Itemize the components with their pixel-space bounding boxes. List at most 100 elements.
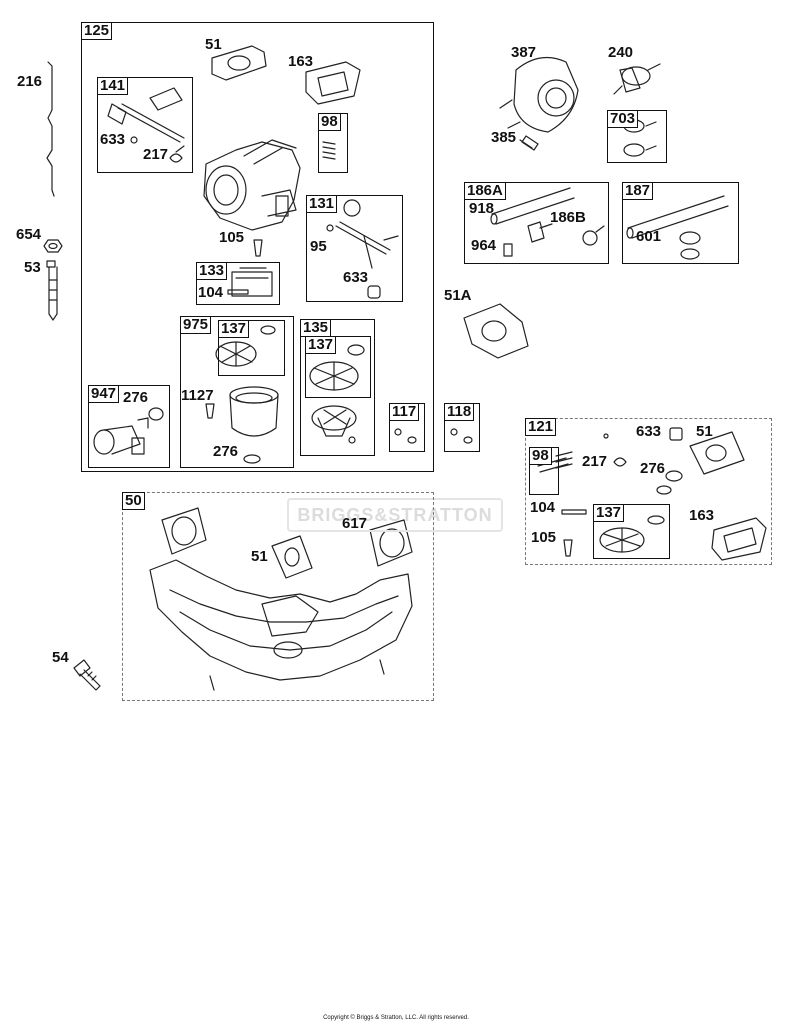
group-137a-box: 137 xyxy=(218,320,285,376)
group-975-box: 975 xyxy=(180,316,294,468)
part-964-label: 964 xyxy=(471,237,497,254)
part-216-label: 216 xyxy=(17,73,43,90)
part-54-label: 54 xyxy=(52,649,69,666)
part-217-label: 217 xyxy=(143,146,169,163)
part-105b-label: 105 xyxy=(531,529,557,546)
part-163b-label: 163 xyxy=(689,507,715,524)
part-617-label: 617 xyxy=(342,515,368,532)
group-137b-tag: 137 xyxy=(305,336,337,354)
part-276-label: 276 xyxy=(123,389,149,406)
group-118-tag: 118 xyxy=(444,403,475,421)
group-137a-tag: 137 xyxy=(218,320,250,338)
gasket-51a-icon xyxy=(463,303,529,359)
fitting-186b-icon xyxy=(527,221,605,246)
group-141-tag: 141 xyxy=(97,77,129,95)
part-918-label: 918 xyxy=(469,200,495,217)
part-633c-label: 633 xyxy=(636,423,662,440)
group-187-tag: 187 xyxy=(622,182,654,200)
group-121-box: 121 xyxy=(525,418,772,565)
part-53-label: 53 xyxy=(24,259,41,276)
jet-118-icon xyxy=(450,428,473,444)
fuel-solenoid-947-icon xyxy=(93,407,164,455)
brand-watermark: BRIGGS&STRATTON xyxy=(287,498,503,532)
part-163-label: 163 xyxy=(288,53,314,70)
nut-654-icon xyxy=(43,239,63,253)
clamp-601-icon xyxy=(679,231,701,260)
part-104-label: 104 xyxy=(198,284,224,301)
group-137c-tag: 137 xyxy=(593,504,625,522)
float-bowl-975-icon xyxy=(205,386,279,464)
gasket-163-icon xyxy=(305,61,361,105)
group-186a-tag: 186A xyxy=(464,182,506,200)
part-51c-label: 51 xyxy=(696,423,713,440)
part-1127-label: 1127 xyxy=(181,387,214,404)
group-121-tag: 121 xyxy=(525,418,557,436)
group-135-tag: 135 xyxy=(300,319,332,337)
throttle-shaft-141-icon xyxy=(107,87,185,163)
part-385-label: 385 xyxy=(491,129,517,146)
part-95-label: 95 xyxy=(310,238,327,255)
filter-964-icon xyxy=(503,243,513,257)
group-118-box: 118 xyxy=(444,403,480,452)
group-50-box: 50 xyxy=(122,492,434,701)
part-51a-label: 51A xyxy=(444,287,472,304)
part-104b-label: 104 xyxy=(530,499,556,516)
part-51-label: 51 xyxy=(205,36,222,53)
part-276c-label: 276 xyxy=(640,460,666,477)
group-117-box: 117 xyxy=(389,403,425,452)
fuel-line-918-icon xyxy=(490,187,575,225)
needle-105-icon xyxy=(253,239,263,257)
group-703-tag: 703 xyxy=(607,110,639,128)
group-50-tag: 50 xyxy=(122,492,145,510)
jet-117-icon xyxy=(394,428,417,444)
group-947-box: 947 xyxy=(88,385,170,468)
part-217b-label: 217 xyxy=(582,453,608,470)
group-703-box: 703 xyxy=(607,110,667,163)
group-133-box: 133 xyxy=(196,262,280,305)
fuel-filter-240-icon xyxy=(613,63,661,95)
part-240-label: 240 xyxy=(608,44,634,61)
group-135-box: 135 xyxy=(300,319,375,456)
copyright-notice: Copyright © Briggs & Stratton, LLC. All … xyxy=(323,1015,469,1021)
stud-53-icon xyxy=(46,260,58,321)
group-186a-box: 186A xyxy=(464,182,609,264)
group-131-box: 131 xyxy=(306,195,403,302)
group-947-tag: 947 xyxy=(88,385,120,403)
spring-98-icon xyxy=(322,141,336,160)
intake-manifold-50-icon xyxy=(149,507,413,691)
group-137c-box: 137 xyxy=(593,504,670,559)
gasket-51-icon xyxy=(211,45,267,81)
bowl-gasket-137b-icon xyxy=(309,344,365,391)
bowl-assembly-135-icon xyxy=(311,405,357,444)
group-98b-tag: 98 xyxy=(529,447,552,465)
group-98-tag: 98 xyxy=(318,113,341,131)
group-187-box: 187 xyxy=(622,182,739,264)
part-387-label: 387 xyxy=(511,44,537,61)
group-133-tag: 133 xyxy=(196,262,228,280)
part-633-label: 633 xyxy=(100,131,126,148)
group-131-tag: 131 xyxy=(306,195,338,213)
part-633b-label: 633 xyxy=(343,269,369,286)
group-125-box: 125 xyxy=(81,22,434,472)
part-186b-label: 186B xyxy=(550,209,586,226)
part-276b-label: 276 xyxy=(213,443,239,460)
group-98-box: 98 xyxy=(318,113,348,173)
fuel-pump-387-icon xyxy=(499,56,579,133)
bolt-54-icon xyxy=(73,659,101,691)
group-98b-box: 98 xyxy=(529,447,559,495)
choke-shaft-131-icon xyxy=(326,199,399,299)
screw-385-icon xyxy=(519,135,539,151)
group-117-tag: 117 xyxy=(389,403,420,421)
link-rod-216-icon xyxy=(46,61,55,197)
group-137b-box: 137 xyxy=(305,336,371,398)
float-133-icon xyxy=(227,267,273,297)
part-105-label: 105 xyxy=(219,229,245,246)
part-51b-label: 51 xyxy=(251,548,268,565)
carburetor-body-icon xyxy=(203,139,301,231)
group-125-tag: 125 xyxy=(81,22,113,40)
bowl-gasket-137a-icon xyxy=(215,325,276,367)
group-141-box: 141 xyxy=(97,77,193,173)
part-601-label: 601 xyxy=(636,228,662,245)
part-654-label: 654 xyxy=(16,226,42,243)
